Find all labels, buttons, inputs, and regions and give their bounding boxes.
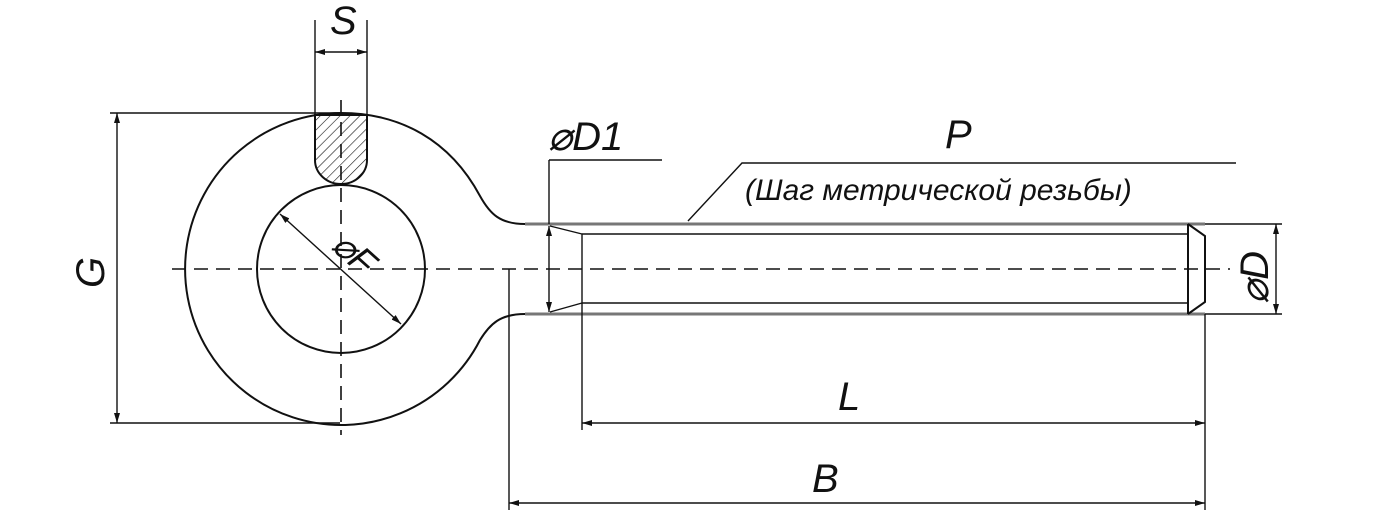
eye-outline — [184, 111, 526, 426]
label-P-note: (Шаг метрической резьбы) — [745, 174, 1132, 207]
thread-runout — [549, 225, 583, 313]
label-D1: ⌀D1 — [548, 115, 623, 159]
label-P: P — [945, 113, 972, 157]
label-D: ⌀D — [1233, 251, 1277, 304]
pitch-leader — [687, 162, 1236, 222]
label-S: S — [330, 0, 357, 43]
label-L: L — [838, 375, 860, 419]
shaft-end — [1187, 223, 1206, 315]
label-G: G — [69, 257, 113, 288]
label-B: B — [812, 457, 839, 501]
label-F: ⌀F — [325, 223, 386, 284]
